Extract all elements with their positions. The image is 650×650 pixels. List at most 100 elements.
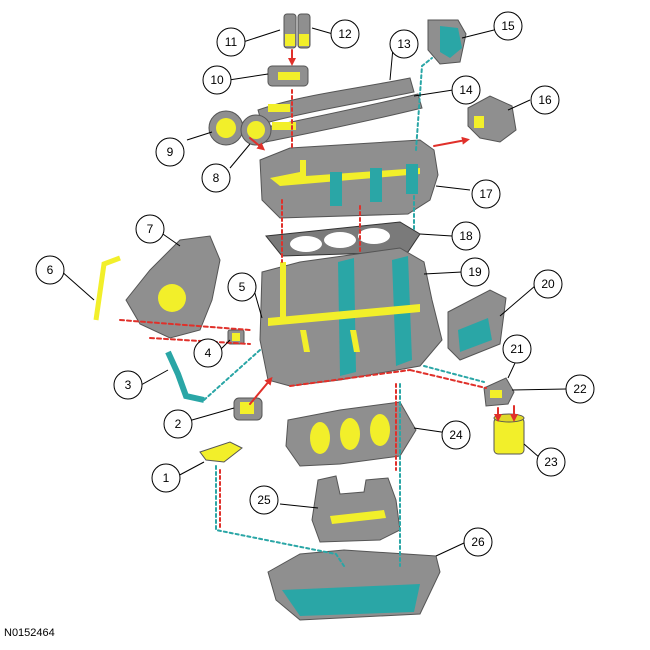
callout-number: 25 [257, 493, 271, 507]
callout-markers: 1234567891011121314151617181920212223242… [35, 11, 595, 557]
callout-circle [35, 255, 65, 285]
callout-2: 2 [163, 409, 193, 439]
callout-circle [460, 257, 490, 287]
camshafts [257, 77, 423, 143]
callout-circle [249, 485, 279, 515]
callout-number: 9 [167, 145, 174, 159]
callout-number: 20 [541, 277, 555, 291]
cylinder-head [259, 139, 439, 219]
callout-16: 16 [530, 85, 560, 115]
callout-10: 10 [202, 65, 232, 95]
callout-number: 22 [573, 382, 587, 396]
callout-7: 7 [135, 214, 165, 244]
callout-number: 17 [479, 187, 493, 201]
callout-8: 8 [201, 163, 231, 193]
callout-number: 2 [175, 417, 182, 431]
callout-circle [441, 420, 471, 450]
vct-sprockets [208, 110, 272, 146]
oil-control-solenoid-housing [267, 65, 309, 87]
callout-13: 13 [389, 29, 419, 59]
callout-26: 26 [463, 527, 493, 557]
callout-number: 10 [210, 73, 224, 87]
callout-5: 5 [227, 272, 257, 302]
callout-23: 23 [536, 447, 566, 477]
callout-1: 1 [151, 463, 181, 493]
callout-number: 13 [397, 37, 411, 51]
callout-21: 21 [502, 334, 532, 364]
callout-number: 12 [338, 27, 352, 41]
oil-pickup [199, 441, 243, 463]
callout-circle [565, 374, 595, 404]
callout-circle [155, 137, 185, 167]
callout-circle [451, 75, 481, 105]
cover-20 [447, 289, 507, 361]
callout-number: 15 [501, 19, 515, 33]
callout-circle [533, 269, 563, 299]
callout-17: 17 [471, 179, 501, 209]
callout-circle [113, 370, 143, 400]
callout-number: 1 [163, 471, 170, 485]
oil-pump [233, 397, 263, 421]
oil-pan [267, 549, 441, 621]
callout-number: 16 [538, 93, 552, 107]
callout-number: 19 [468, 265, 482, 279]
cylinder-block [259, 247, 443, 387]
callout-circle [451, 221, 481, 251]
callout-number: 14 [459, 83, 473, 97]
callout-9: 9 [155, 137, 185, 167]
callout-number: 3 [125, 378, 132, 392]
callout-circle [193, 338, 223, 368]
callout-22: 22 [565, 374, 595, 404]
callout-24: 24 [441, 420, 471, 450]
cam-sensors [283, 13, 311, 49]
callout-circle [151, 463, 181, 493]
callout-circle [530, 85, 560, 115]
callout-circle [216, 27, 246, 57]
callout-18: 18 [451, 221, 481, 251]
callout-number: 11 [225, 35, 238, 49]
pressure-sensor-15 [427, 19, 467, 65]
callout-circle [389, 29, 419, 59]
callout-number: 6 [47, 263, 54, 277]
callout-4: 4 [193, 338, 223, 368]
callout-number: 8 [213, 171, 220, 185]
head-gasket [265, 221, 421, 257]
callout-number: 26 [471, 535, 485, 549]
callout-number: 23 [544, 455, 558, 469]
oil-filter [493, 413, 525, 455]
callout-number: 24 [449, 428, 463, 442]
callout-25: 25 [249, 485, 279, 515]
callout-number: 5 [239, 280, 246, 294]
callout-circle [330, 19, 360, 49]
callout-number: 4 [205, 346, 212, 360]
callout-11: 11 [216, 27, 246, 57]
callout-circle [493, 11, 523, 41]
callout-circle [536, 447, 566, 477]
oil-flow-paths [119, 49, 518, 567]
callout-circle [471, 179, 501, 209]
component-16 [467, 95, 517, 143]
return-tube-3 [165, 350, 205, 403]
callout-14: 14 [451, 75, 481, 105]
callout-circle [163, 409, 193, 439]
callout-circle [502, 334, 532, 364]
callout-circle [201, 163, 231, 193]
figure-reference-id: N0152464 [4, 627, 55, 639]
lower-crankcase [311, 475, 401, 543]
callout-6: 6 [35, 255, 65, 285]
callout-20: 20 [533, 269, 563, 299]
callout-circle [227, 272, 257, 302]
turbocharger [125, 235, 221, 339]
oil-filter-adapter [483, 377, 515, 407]
callout-circle [135, 214, 165, 244]
callout-circle [202, 65, 232, 95]
callout-3: 3 [113, 370, 143, 400]
crankshaft [285, 401, 417, 467]
callout-number: 7 [147, 222, 154, 236]
callout-19: 19 [460, 257, 490, 287]
callout-circle [463, 527, 493, 557]
component-4 [227, 329, 245, 345]
callout-12: 12 [330, 19, 360, 49]
